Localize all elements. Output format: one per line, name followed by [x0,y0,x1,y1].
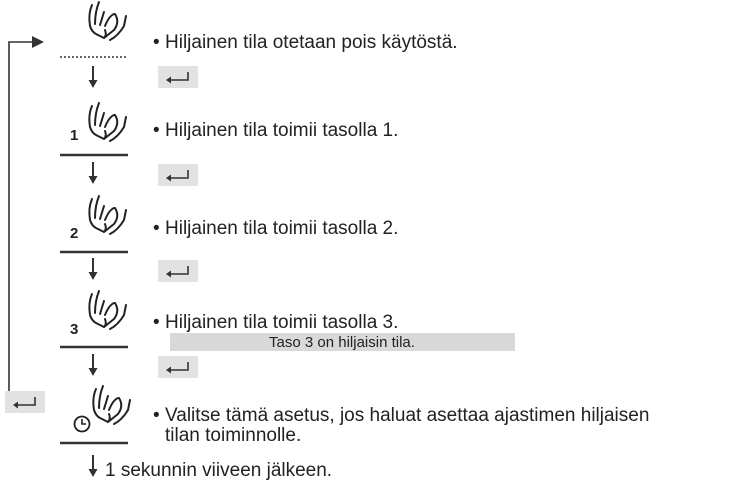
enter-key-icon[interactable] [157,163,199,187]
down-arrow-icon [87,161,99,185]
step-off: • Hiljainen tila otetaan pois käytöstä. [60,1,458,58]
step-level-2: 2 • Hiljainen tila toimii tasolla 2. [60,195,398,254]
step-level-1: 1 • Hiljainen tila toimii tasolla 1. [60,102,398,157]
bullet: • [153,312,160,333]
level-digit: 1 [70,127,78,144]
enter-key-icon[interactable] [4,390,46,414]
step-description: Hiljainen tila toimii tasolla 1. [165,120,398,141]
step-description-line-2: tilan toiminnolle. [165,425,301,446]
step-level-3: 3 • Hiljainen tila toimii tasolla 3. Tas… [60,290,515,351]
enter-key-icon[interactable] [157,259,199,283]
down-arrow-icon [87,353,99,377]
loop-back-arrowhead [32,36,44,48]
footer-note: 1 sekunnin viiveen jälkeen. [105,460,332,481]
enter-key-icon[interactable] [157,65,199,89]
hand-press-icon [88,102,127,142]
hand-press-icon [88,290,127,330]
enter-key-icon[interactable] [157,355,199,379]
down-arrow-icon [87,454,99,478]
bullet: • [153,218,160,239]
level-digit: 3 [70,321,78,338]
note-highlight [170,333,515,351]
level-digit: 2 [70,225,78,242]
hand-press-icon [92,385,131,425]
hand-press-icon [88,195,127,235]
step-description: Hiljainen tila toimii tasolla 2. [165,218,398,239]
step-description: Hiljainen tila otetaan pois käytöstä. [165,32,458,53]
step-description-line-1: Valitse tämä asetus, jos haluat asettaa … [165,405,649,426]
down-arrow-icon [87,257,99,281]
hand-press-icon [88,1,127,41]
clock-icon [73,415,91,433]
step-timer: • Valitse tämä asetus, jos haluat asetta… [4,385,649,446]
down-arrow-icon [87,65,99,89]
step-description: Hiljainen tila toimii tasolla 3. [165,312,398,333]
bullet: • [153,120,160,141]
step-note: Taso 3 on hiljaisin tila. [269,334,415,351]
bullet: • [153,405,160,426]
loop-back-line [8,41,44,400]
bullet: • [153,32,160,53]
